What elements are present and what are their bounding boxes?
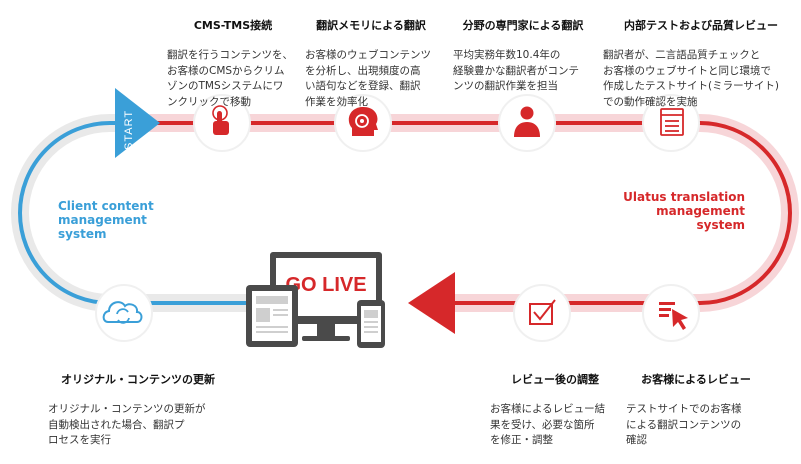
step-1-body: 翻訳を行うコンテンツを、 お客様のCMSからクリム ゾンのTMSシステムにワ ン… [167,49,293,108]
step-1-text: CMS-TMS接続 翻訳を行うコンテンツを、 お客様のCMSからクリム ゾンのT… [167,2,299,126]
client-loop-line [18,121,300,305]
step-4-text: 内部テストおよび品質レビュー 翻訳者が、二言語品質チェックと お客様のウェブサイ… [603,2,799,126]
browser-windows-icon [660,108,684,136]
step-2-body: お客様のウェブコンテンツ を分析し、出現頻度の高 い語句などを登録、翻訳 作業を… [305,49,431,108]
checkbox-icon [529,299,556,325]
step-3-title: 分野の専門家による翻訳 [462,18,584,32]
head-memory-icon [348,106,378,136]
step-3-text: 分野の専門家による翻訳 平均実務年数10.4年の 経験豊かな翻訳者がコンテ ンツ… [453,2,593,110]
step-3-body: 平均実務年数10.4年の 経験豊かな翻訳者がコンテ ンツの翻訳作業を担当 [453,49,579,92]
go-live-arrow [408,272,455,334]
go-live-label: GO LIVE [285,274,366,296]
step-5-title: お客様によるレビュー [641,372,751,386]
workflow-diagram: START [11,88,799,348]
step-2-node [334,94,392,152]
devices-group: GO LIVE [246,252,385,348]
step-2-text: 翻訳メモリによる翻訳 お客様のウェブコンテンツ を分析し、出現頻度の高 い語句な… [305,2,437,126]
step-7-text: オリジナル・コンテンツの更新 オリジナル・コンテンツの更新が 自動検出された場合… [48,356,228,464]
step-4-body: 翻訳者が、二言語品質チェックと お客様のウェブサイトと同じ環境で 作成したテスト… [603,49,779,108]
cursor-pointer-icon [659,302,688,330]
step-1-node [193,94,251,152]
start-arrow [115,88,160,158]
step-6-title: レビュー後の調整 [511,372,599,386]
step-5-node [642,284,700,342]
client-system-label: Client content management system [58,199,154,241]
step-7-title: オリジナル・コンテンツの更新 [61,372,215,386]
step-3-node [498,94,556,152]
step-4-title: 内部テストおよび品質レビュー [624,18,778,32]
ulatus-loop-line [150,121,792,305]
step-1-title: CMS-TMS接続 [193,18,273,32]
step-4-node [642,94,700,152]
step-6-node [513,284,571,342]
translator-person-icon [514,106,540,137]
step-7-body: オリジナル・コンテンツの更新が 自動検出された場合、翻訳プ ロセスを実行 [48,403,206,446]
touch-hand-icon [212,105,229,135]
step-7-node [95,284,153,342]
step-2-title: 翻訳メモリによる翻訳 [316,18,426,32]
step-6-body: お客様によるレビュー結 果を受け、必要な箇所 を修正・調整 [490,403,606,446]
step-5-body: テストサイトでのお客様 による翻訳コンテンツの 確認 [626,403,742,446]
start-label: START [123,110,135,150]
ulatus-system-label: Ulatus translation management system [623,190,745,232]
cloud-sync-icon [102,301,143,324]
step-6-text: レビュー後の調整 お客様によるレビュー結 果を受け、必要な箇所 を修正・調整 [490,356,620,464]
step-5-text: お客様によるレビュー テストサイトでのお客様 による翻訳コンテンツの 確認 [626,356,766,464]
